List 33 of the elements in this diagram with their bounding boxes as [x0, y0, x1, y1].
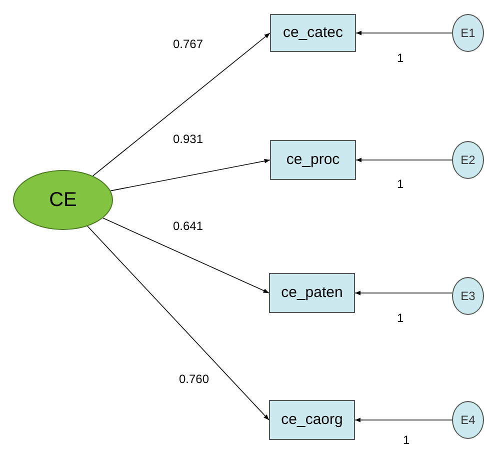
edge-label: 0.931	[172, 133, 204, 145]
error-term-circle	[452, 401, 484, 439]
edge-label: 0.760	[178, 373, 210, 385]
arrow	[92, 32, 270, 176]
observed-variable-box	[270, 14, 356, 52]
node-label: E2	[460, 152, 476, 169]
arrow	[356, 158, 452, 162]
observed-variable-box	[270, 140, 356, 180]
node-label: ce_catec	[282, 22, 344, 43]
error-term-circle	[452, 277, 484, 315]
arrow	[354, 290, 452, 296]
edge-label: 1	[396, 52, 405, 64]
arrow	[354, 418, 452, 422]
node-label: E1	[460, 25, 476, 42]
observed-variable-box	[269, 273, 355, 313]
node-label: CE	[49, 188, 77, 213]
edge-label: 0.641	[172, 220, 204, 232]
error-term-circle	[452, 141, 484, 179]
node-label: E4	[460, 412, 476, 429]
edge-label: 0.767	[172, 38, 204, 50]
edge-label: 1	[396, 312, 405, 324]
edge-label: 1	[396, 178, 405, 190]
arrow	[102, 218, 270, 294]
node-label: E3	[460, 288, 476, 305]
error-term-circle	[452, 14, 484, 52]
observed-variable-box	[269, 400, 355, 440]
arrow	[87, 226, 270, 420]
node-label: ce_proc	[286, 150, 340, 170]
edge-label: 1	[402, 434, 411, 446]
arrow	[356, 30, 452, 36]
node-label: ce_caorg	[281, 410, 343, 430]
node-label: ce_paten	[281, 282, 343, 303]
arrow	[110, 158, 270, 192]
